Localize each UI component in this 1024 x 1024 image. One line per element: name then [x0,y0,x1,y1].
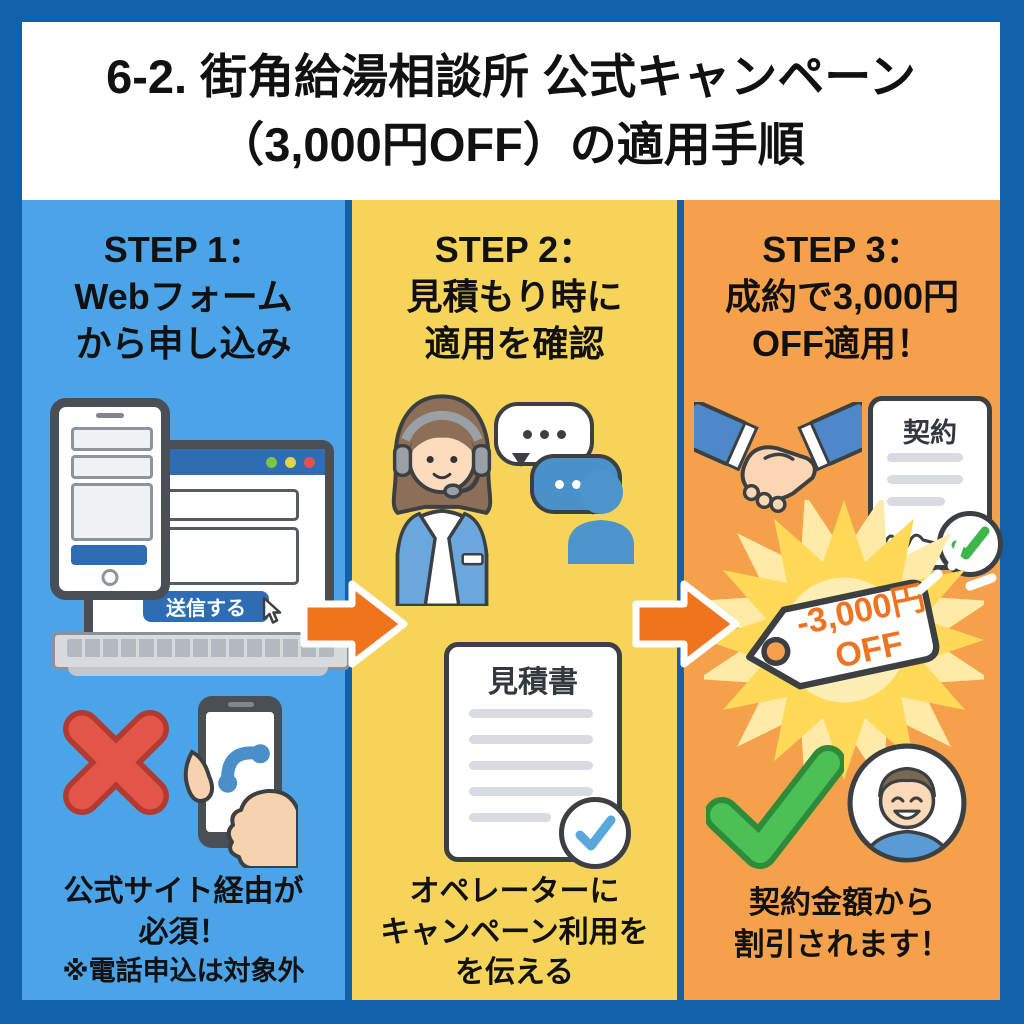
page-title-line1: 6-2. 街角給湯相談所 公式キャンペーン [106,49,916,103]
phone-receiver-icon [218,744,270,793]
step3-header-line3: OFF適用！ [752,323,932,365]
browser-dot-red-icon [304,456,315,468]
infographic-frame: 6-2. 街角給湯相談所 公式キャンペーン （3,000円OFF）の適用手順 S… [22,22,1003,1000]
contract-document-title: 契約 [903,418,957,448]
step2-header: STEP 2： 見積もり時に 適用を確認 [352,226,677,367]
blue-checkmark-icon [559,797,631,869]
step2-note-line1: オペレーターに [409,875,620,908]
quote-document-icon: 見積書 [444,642,631,869]
quote-document-title: 見積書 [488,666,578,699]
operator-headset-icon [391,394,493,606]
green-checkmark-icon [706,745,844,869]
browser-dot-yellow-icon [285,456,296,468]
cross-mark-icon [63,710,169,815]
sparkle-lines-icon [915,539,997,595]
phone-textarea-icon [71,483,153,541]
step2-note-line2: キャンペーン利用を [380,915,649,949]
phone-field-icon [71,455,153,479]
step2-note-line3: を伝える [454,956,575,989]
phone-field-icon [71,427,153,451]
person-silhouette-icon [568,470,634,564]
step1-header: STEP 1： Webフォーム から申し込み [22,226,345,367]
laptop-lip-icon [68,667,328,676]
step2-note: オペレーターに キャンペーン利用を を伝える [352,872,677,994]
handshake-icon [694,402,862,514]
step3-note-line1: 契約金額から [749,885,935,920]
step1-header-line1: STEP 1： [103,229,264,270]
arrow-step1-to-step2-icon [300,580,408,668]
submit-button: 送信する [143,591,269,622]
smartphone-form-icon [50,398,170,600]
phone-home-button-icon [101,569,119,586]
phone-submit-button-icon [71,545,147,565]
cursor-icon [262,597,282,624]
step3-note-line2: 割引されます！ [733,926,951,962]
step2-panel: STEP 2： 見積もり時に 適用を確認 [352,200,677,1000]
arrow-step2-to-step3-icon [632,580,740,668]
step1-panel: STEP 1： Webフォーム から申し込み 送信する [22,200,350,1000]
step1-note-line1: 公式サイト経由が [63,875,304,908]
step3-header: STEP 3： 成約で3,000円 OFF適用！ [684,226,1000,367]
hand-holding-phone-icon [183,696,298,868]
step1-note: 公式サイト経由が 必須！ ※電話申込は対象外 [22,872,345,991]
laptop-keyboard-icon [67,639,335,657]
customer-avatar-icon [847,743,967,863]
step1-header-line3: から申し込み [75,323,292,365]
step1-note-line3: ※電話申込は対象外 [62,956,305,986]
step3-header-line1: STEP 3： [762,229,922,270]
title-block: 6-2. 街角給湯相談所 公式キャンペーン （3,000円OFF）の適用手順 [22,22,1000,200]
page-title-line2: （3,000円OFF）の適用手順 [217,118,805,171]
step1-note-line2: 必須！ [138,915,229,949]
step1-header-line2: Webフォーム [74,276,293,318]
browser-dot-green-icon [266,456,277,468]
step3-panel: STEP 3： 成約で3,000円 OFF適用！ 契約 [684,200,1003,1000]
step2-header-line1: STEP 2： [434,229,595,270]
step2-header-line2: 見積もり時に [406,276,623,318]
step3-header-line2: 成約で3,000円 [724,276,960,318]
phone-notch-icon [96,413,124,418]
step2-header-line3: 適用を確認 [424,323,605,365]
step3-note: 契約金額から 割引されます！ [684,882,1000,966]
price-tag-icon: -3,000円 OFF [722,566,956,709]
